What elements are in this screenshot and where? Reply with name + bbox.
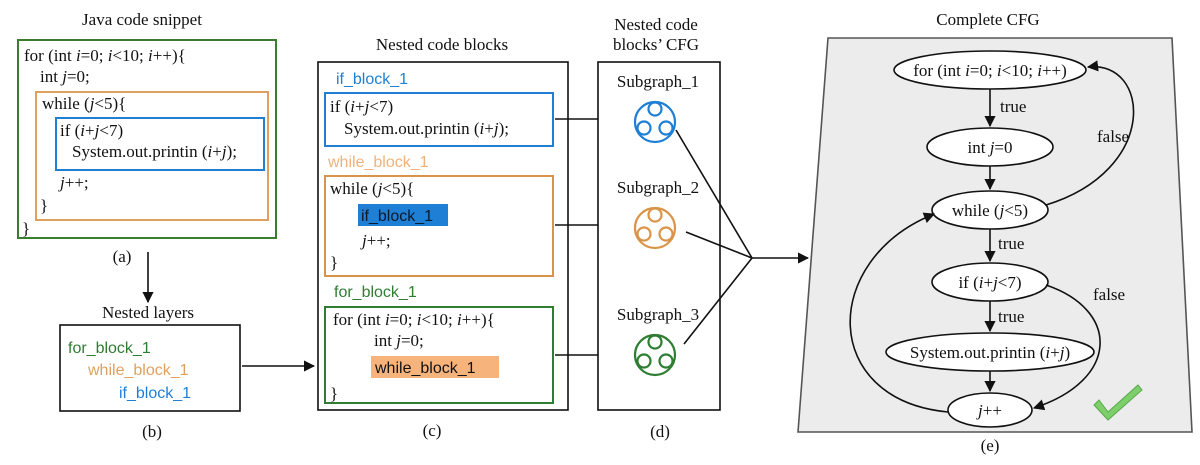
for-inner-while-block: while_block_1 [374, 360, 476, 377]
panel-c: Nested code blocks if_block_1 if (i+j<7)… [317, 35, 628, 440]
node-jpp-label: j++ [976, 401, 1002, 420]
subgraph-1-label: Subgraph_1 [617, 72, 699, 91]
if-block-line2: System.out.printin (i+j); [344, 119, 509, 138]
panel-a: Java code snippet for (int i=0; i<10; i+… [17, 10, 277, 304]
while-inner-if-block: if_block_1 [361, 208, 433, 225]
code-line-for: for (int i=0; i<10; i++){ [24, 46, 186, 65]
edge-while-for-false-label: false [1097, 127, 1129, 146]
panel-b: Nested layers for_block_1 while_block_1 … [59, 303, 316, 441]
merge-line-3 [683, 257, 753, 345]
if-block-box [324, 92, 554, 147]
if-block-line1: if (i+j<7) [330, 97, 393, 116]
nested-code-blocks-frame [317, 61, 569, 411]
panel-d-title-line1: Nested code [614, 15, 698, 34]
layer-for: for_block_1 [68, 340, 151, 357]
caption-a: (a) [113, 247, 132, 266]
code-line-jpp: j++; [58, 173, 89, 192]
for-block-box [324, 306, 554, 404]
layer-while: while_block_1 [87, 362, 189, 379]
node-for-label: for (int i=0; i<10; i++) [913, 61, 1067, 80]
node-int-label: int j=0 [967, 138, 1012, 157]
for-block-outline [17, 39, 277, 239]
code-line-if: if (i+j<7) [60, 121, 123, 140]
for-block-brace: } [330, 384, 338, 403]
edge-jpp-to-while-loop [849, 212, 949, 413]
merge-line-2 [685, 231, 753, 259]
cfg-panel-bg [797, 37, 1193, 433]
for-block-int: int j=0; [374, 331, 424, 350]
subgraph-3-label: Subgraph_3 [617, 305, 699, 324]
code-brace-while: } [40, 196, 48, 215]
panel-b-title: Nested layers [102, 303, 194, 322]
panel-d-title-line2: blocks’ CFG [613, 35, 699, 54]
caption-d: (d) [650, 422, 670, 441]
while-block-line1: while (j<5){ [330, 179, 414, 198]
code-brace-for: } [22, 219, 30, 238]
node-print-label: System.out.printin (i+j) [910, 343, 1070, 362]
subgraph-2-label: Subgraph_2 [617, 178, 699, 197]
node-while-label: while (j<5) [952, 201, 1028, 220]
panel-c-title: Nested code blocks [376, 35, 508, 54]
panel-d: Nested code blocks’ CFG Subgraph_1 Subgr… [597, 15, 810, 441]
code-line-print: System.out.printin (i+j); [72, 142, 237, 161]
node-if-label: if (i+j<7) [958, 273, 1021, 292]
node-jpp [947, 392, 1033, 428]
subgraph-2-icon [633, 206, 677, 250]
edge-if-to-jpp-false [1032, 284, 1101, 411]
panel-e: Complete CFG for (int i=0; i<10; i++) in… [797, 10, 1193, 455]
edge-if-jpp-false-label: false [1093, 285, 1125, 304]
code-line-int: int j=0; [40, 67, 90, 86]
edge-if-print-true: true [998, 307, 1024, 326]
panel-a-title: Java code snippet [82, 10, 202, 29]
while-inner-highlight [358, 204, 448, 226]
while-block-brace: } [330, 253, 338, 272]
while-block-outline [35, 91, 269, 221]
merge-line-1 [675, 129, 753, 259]
caption-e: (e) [981, 436, 1000, 455]
if-block-label: if_block_1 [336, 71, 408, 88]
for-block-label: for_block_1 [334, 284, 417, 301]
if-block-outline [55, 117, 265, 171]
edge-for-int-true: true [1000, 97, 1026, 116]
for-inner-highlight [371, 356, 499, 378]
while-block-box [324, 175, 554, 277]
layer-if: if_block_1 [119, 385, 191, 402]
code-line-while: while (j<5){ [42, 94, 126, 113]
nested-layers-box [59, 324, 241, 412]
checkmark-icon [1093, 384, 1143, 421]
panel-e-title: Complete CFG [936, 10, 1039, 29]
subgraph-1-icon [633, 100, 677, 144]
subgraph-3-icon [633, 333, 677, 377]
caption-b: (b) [142, 422, 162, 441]
edge-while-to-for-false [1045, 60, 1135, 206]
while-block-jpp: j++; [360, 231, 391, 250]
for-block-line1: for (int i=0; i<10; i++){ [333, 310, 495, 329]
edge-while-if-true: true [998, 234, 1024, 253]
caption-c: (c) [423, 421, 442, 440]
while-block-label: while_block_1 [327, 154, 429, 171]
